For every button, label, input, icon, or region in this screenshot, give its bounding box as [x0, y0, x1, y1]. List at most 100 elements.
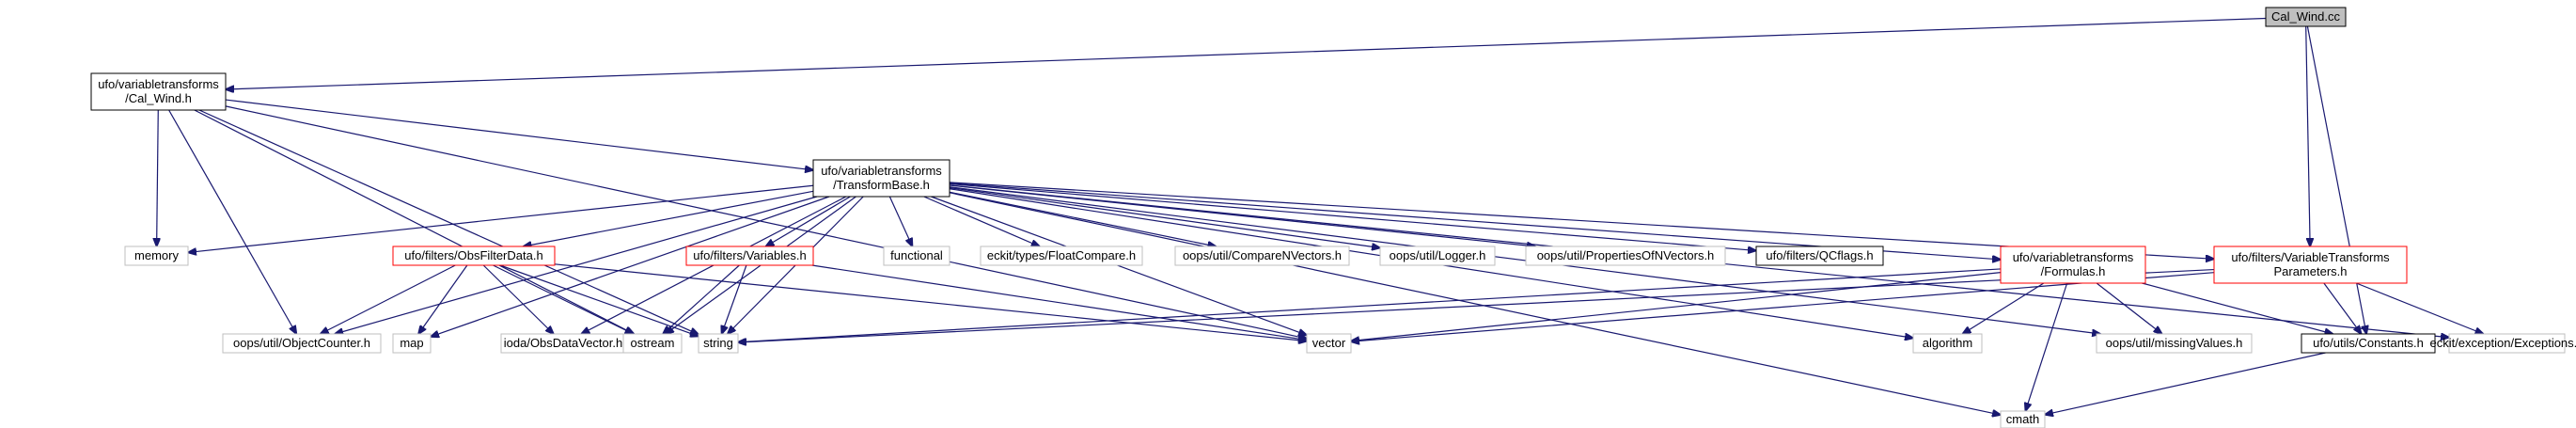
node-objectcounter_h[interactable]: oops/util/ObjectCounter.h — [222, 333, 382, 354]
node-exceptions_h[interactable]: eckit/exception/Exceptions.h — [2429, 333, 2576, 354]
node-obsfilterdata_h[interactable]: ufo/filters/ObsFilterData.h — [392, 246, 556, 266]
node-string[interactable]: string — [698, 333, 739, 354]
node-vtparams_h[interactable]: ufo/filters/VariableTransformsParameters… — [2213, 246, 2408, 284]
node-label-comparenvectors_h-line-0: oops/util/CompareNVectors.h — [1183, 248, 1342, 262]
node-ostream[interactable]: ostream — [622, 333, 683, 354]
node-floatcompare_h[interactable]: eckit/types/FloatCompare.h — [980, 246, 1143, 266]
node-box-ostream — [622, 333, 683, 354]
edge-cal_wind_h-to-vector — [225, 105, 1307, 339]
node-label-formulas_h-line-0: ufo/variabletransforms — [2013, 250, 2134, 264]
node-box-cmath — [2000, 410, 2046, 428]
node-box-vector — [1306, 333, 1352, 354]
nodes-layer: Cal_Wind.cc ufo/variabletransforms/Cal_Wi… — [90, 7, 2576, 428]
node-functional[interactable]: functional — [883, 246, 950, 266]
node-transformbase_h[interactable]: ufo/variabletransforms/TransformBase.h — [812, 159, 950, 198]
node-label-string-line-0: string — [703, 336, 733, 350]
edge-obsfilterdata_h-to-string — [499, 264, 699, 336]
node-qcflags_h[interactable]: ufo/filters/QCflags.h — [1755, 246, 1884, 266]
edge-cal_wind_h-to-ostream — [194, 109, 635, 334]
edge-transformbase_h-to-obsfilterdata_h — [524, 190, 814, 246]
edge-cal_wind_h-to-transformbase_h — [225, 99, 813, 170]
edge-transformbase_h-to-vector — [931, 196, 1307, 335]
node-box-qcflags_h — [1755, 246, 1884, 266]
node-missingvalues_h[interactable]: oops/util/missingValues.h — [2096, 333, 2253, 354]
node-box-cal_wind_cc — [2265, 7, 2347, 27]
node-formulas_h[interactable]: ufo/variabletransforms/Formulas.h — [2000, 246, 2146, 284]
node-label-vtparams_h-line-0: ufo/filters/VariableTransforms — [2231, 250, 2390, 264]
edge-transformbase_h-to-variables_h — [765, 196, 851, 246]
node-box-floatcompare_h — [980, 246, 1143, 266]
node-label-map-line-0: map — [400, 336, 423, 350]
node-comparenvectors_h[interactable]: oops/util/CompareNVectors.h — [1174, 246, 1350, 266]
edge-transformbase_h-to-cmath — [949, 192, 2001, 415]
edge-vtparams_h-to-constants_h — [2323, 282, 2362, 334]
node-map[interactable]: map — [392, 333, 432, 354]
node-obsdatavector_h[interactable]: ioda/ObsDataVector.h — [500, 333, 626, 354]
edge-formulas_h-to-algorithm — [1962, 282, 2045, 334]
node-label-cmath-line-0: cmath — [2006, 412, 2039, 426]
edge-cal_wind_cc-to-cal_wind_h — [226, 17, 2267, 89]
node-label-objectcounter_h-line-0: oops/util/ObjectCounter.h — [233, 336, 370, 350]
node-label-algorithm-line-0: algorithm — [1923, 336, 1972, 350]
node-box-logger_h — [1379, 246, 1496, 266]
node-box-memory — [124, 246, 189, 266]
node-label-floatcompare_h-line-0: eckit/types/FloatCompare.h — [987, 248, 1136, 262]
node-label-transformbase_h-line-1: /TransformBase.h — [833, 178, 930, 192]
node-cal_wind_h[interactable]: ufo/variabletransforms/Cal_Wind.h — [90, 72, 227, 111]
edge-transformbase_h-to-qcflags_h — [949, 182, 1756, 250]
node-label-logger_h-line-0: oops/util/Logger.h — [1390, 248, 1486, 262]
edge-obsfilterdata_h-to-objectcounter_h — [321, 264, 456, 334]
edge-cal_wind_cc-to-vtparams_h — [2305, 25, 2310, 246]
node-label-formulas_h-line-1: /Formulas.h — [2041, 264, 2106, 278]
node-label-obsfilterdata_h-line-0: ufo/filters/ObsFilterData.h — [404, 248, 542, 262]
edge-obsfilterdata_h-to-ostream — [493, 264, 633, 334]
node-label-cal_wind_h-line-1: /Cal_Wind.h — [125, 91, 192, 105]
edge-formulas_h-to-missingvalues_h — [2096, 282, 2162, 334]
node-label-propertiesofnvectors_h-line-0: oops/util/PropertiesOfNVectors.h — [1537, 248, 1715, 262]
node-box-functional — [883, 246, 950, 266]
node-label-constants_h-line-0: ufo/utils/Constants.h — [2313, 336, 2424, 350]
node-propertiesofnvectors_h[interactable]: oops/util/PropertiesOfNVectors.h — [1525, 246, 1726, 266]
node-label-qcflags_h-line-0: ufo/filters/QCflags.h — [1766, 248, 1873, 262]
edge-transformbase_h-to-logger_h — [949, 187, 1380, 248]
node-box-objectcounter_h — [222, 333, 382, 354]
node-box-cal_wind_h — [90, 72, 227, 111]
node-label-missingvalues_h-line-0: oops/util/missingValues.h — [2106, 336, 2243, 350]
node-box-formulas_h — [2000, 246, 2146, 284]
node-box-propertiesofnvectors_h — [1525, 246, 1726, 266]
node-logger_h[interactable]: oops/util/Logger.h — [1379, 246, 1496, 266]
edge-transformbase_h-to-comparenvectors_h — [949, 191, 1216, 246]
edge-transformbase_h-to-objectcounter_h — [335, 196, 818, 334]
edge-cal_wind_h-to-objectcounter_h — [168, 109, 297, 334]
node-box-constants_h — [2301, 333, 2436, 354]
edge-vtparams_h-to-exceptions_h — [2356, 282, 2483, 334]
edge-constants_h-to-cmath — [2045, 352, 2326, 415]
edges-layer — [157, 17, 2484, 415]
node-memory[interactable]: memory — [124, 246, 189, 266]
node-vector[interactable]: vector — [1306, 333, 1352, 354]
node-label-exceptions_h-line-0: eckit/exception/Exceptions.h — [2429, 336, 2576, 350]
node-box-variables_h — [685, 246, 814, 266]
edge-formulas_h-to-string — [738, 268, 2002, 342]
edge-variables_h-to-string — [722, 264, 747, 334]
edge-obsfilterdata_h-to-map — [418, 264, 468, 334]
edge-cal_wind_h-to-string — [198, 109, 699, 335]
node-label-functional-line-0: functional — [890, 248, 943, 262]
node-label-cal_wind_cc-line-0: Cal_Wind.cc — [2271, 9, 2340, 24]
node-box-string — [698, 333, 739, 354]
edge-transformbase_h-to-memory — [188, 184, 814, 252]
node-box-map — [392, 333, 432, 354]
edge-obsfilterdata_h-to-vector — [554, 263, 1307, 341]
node-cmath[interactable]: cmath — [2000, 410, 2046, 428]
edge-variables_h-to-vector — [811, 264, 1307, 340]
edge-cal_wind_cc-to-constants_h — [2306, 25, 2366, 334]
node-box-obsfilterdata_h — [392, 246, 556, 266]
edge-obsfilterdata_h-to-obsdatavector_h — [482, 264, 554, 334]
node-algorithm[interactable]: algorithm — [1912, 333, 1983, 354]
node-variables_h[interactable]: ufo/filters/Variables.h — [685, 246, 814, 266]
edge-transformbase_h-to-missingvalues_h — [949, 186, 2100, 334]
node-cal_wind_cc: Cal_Wind.cc — [2265, 7, 2347, 27]
node-constants_h[interactable]: ufo/utils/Constants.h — [2301, 333, 2436, 354]
node-label-cal_wind_h-line-0: ufo/variabletransforms — [98, 77, 219, 91]
edge-variables_h-to-ostream — [663, 264, 740, 334]
